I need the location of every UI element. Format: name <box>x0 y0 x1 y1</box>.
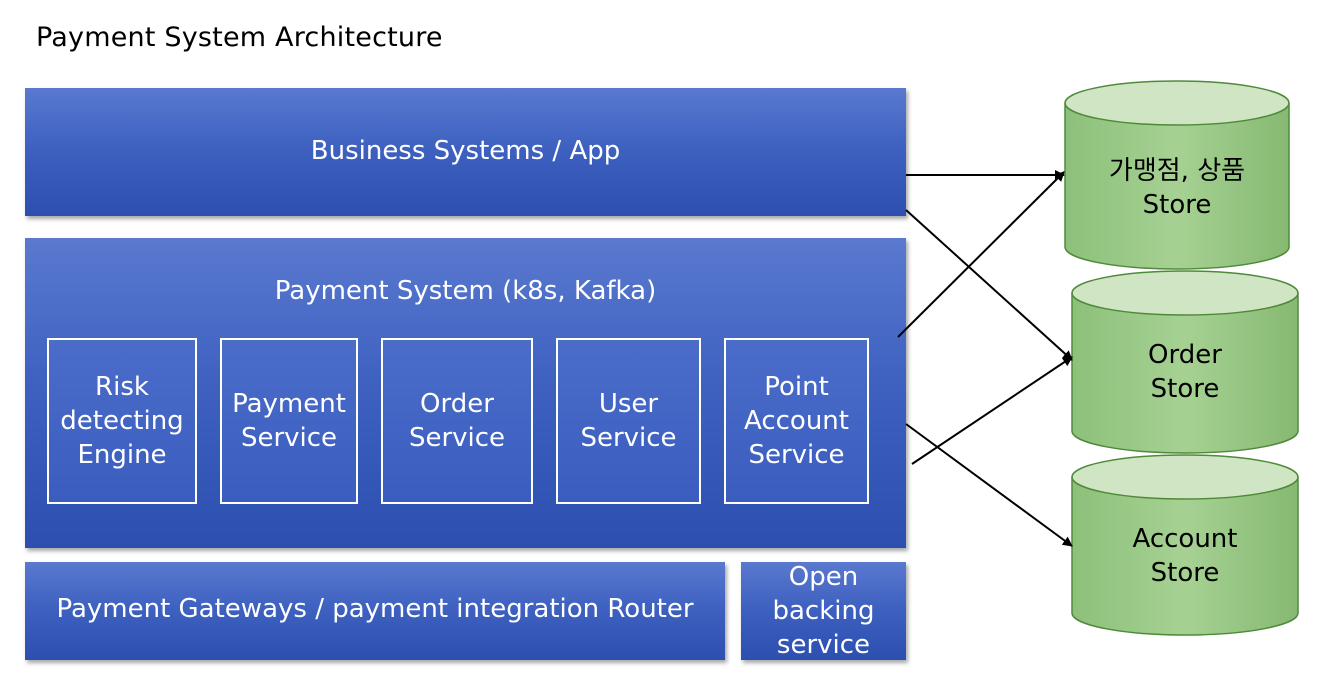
arrow-payment-to-merchant-store <box>897 171 1065 338</box>
point-account-service-box: Point Account Service <box>724 338 869 504</box>
order-service-label: Order Service <box>408 389 506 453</box>
risk-detecting-engine-label: Risk detecting Engine <box>60 372 184 470</box>
business-systems-label: Business Systems / App <box>310 136 621 166</box>
open-backing-service-label: Open backing service <box>772 562 875 660</box>
order-store-cylinder <box>1071 270 1299 454</box>
user-service-label: User Service <box>580 389 677 453</box>
risk-detecting-engine-box: Risk detecting Engine <box>47 338 197 504</box>
arrow-point-to-order-store <box>911 356 1073 465</box>
payment-service-label: Payment Service <box>232 389 346 453</box>
payment-gateways-box: Payment Gateways / payment integration R… <box>25 562 725 660</box>
merchant-product-store-cylinder <box>1064 80 1290 270</box>
arrow-point-to-account-store <box>905 423 1073 547</box>
payment-service-box: Payment Service <box>220 338 358 504</box>
payment-gateways-label: Payment Gateways / payment integration R… <box>56 594 694 624</box>
payment-system-label: Payment System (k8s, Kafka) <box>274 276 657 306</box>
point-account-service-label: Point Account Service <box>744 372 849 470</box>
order-store-label: Order Store <box>1148 340 1222 404</box>
account-store-label: Account Store <box>1132 524 1238 588</box>
merchant-product-store-label: 가맹점, 상품 Store <box>1108 156 1246 220</box>
open-backing-service-box: Open backing service <box>741 562 906 660</box>
user-service-box: User Service <box>556 338 701 504</box>
order-service-box: Order Service <box>381 338 533 504</box>
arrow-business-to-order-store <box>905 209 1073 361</box>
account-store-cylinder <box>1071 454 1299 636</box>
diagram-title: Payment System Architecture <box>36 22 443 53</box>
business-systems-box: Business Systems / App <box>25 88 906 216</box>
